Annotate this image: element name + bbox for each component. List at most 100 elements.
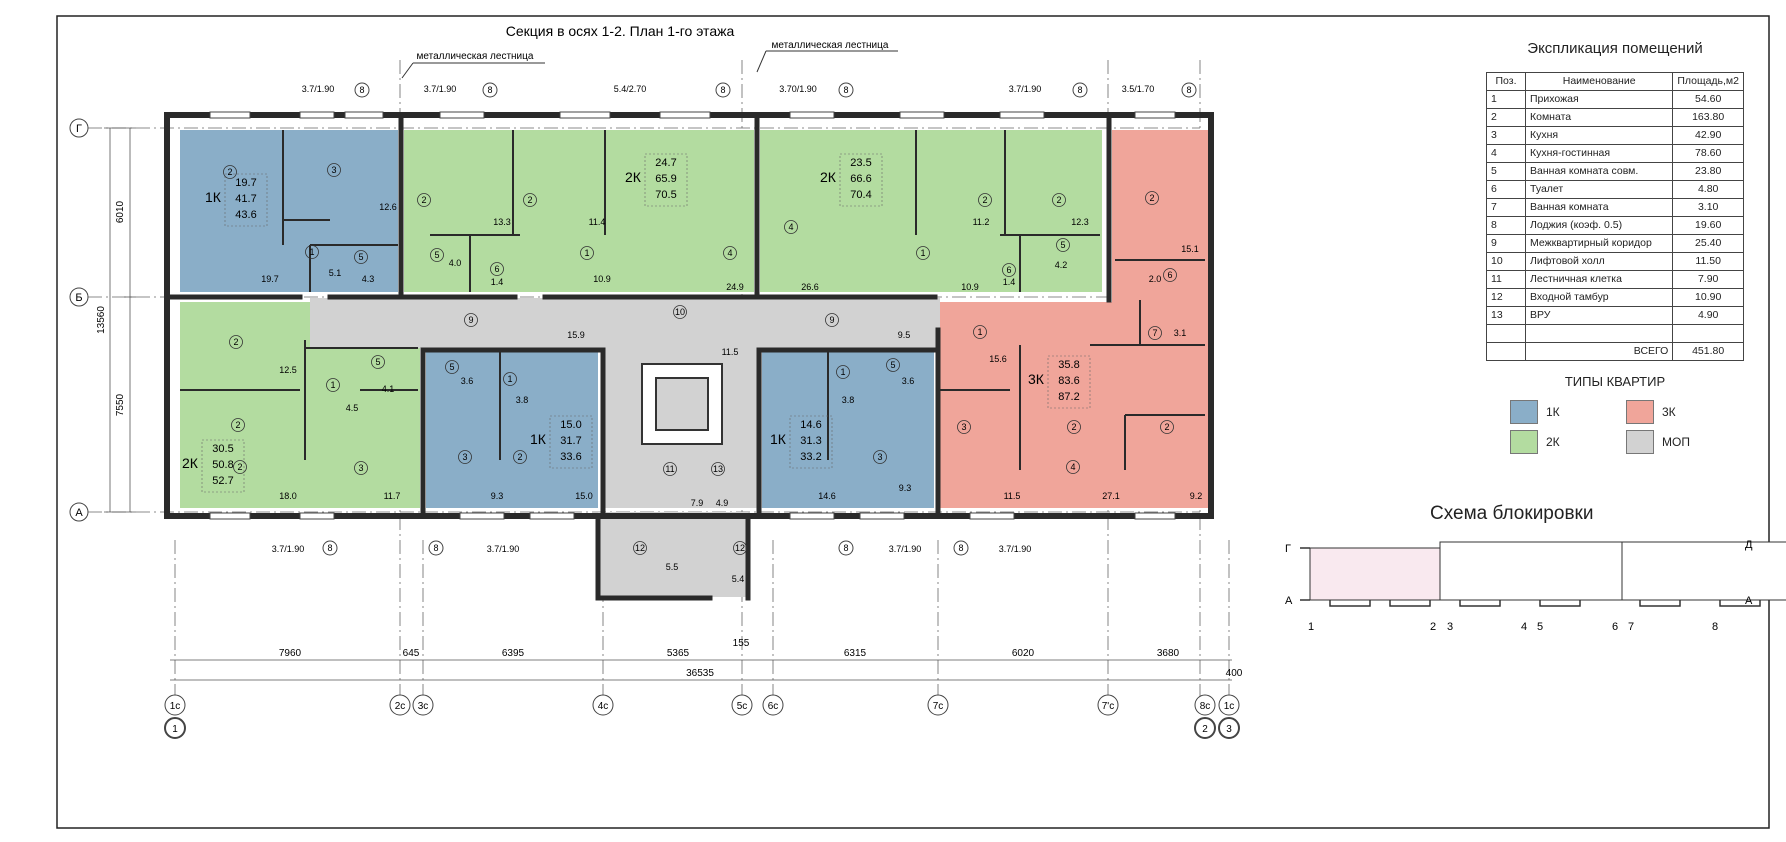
bottom-dimensions: 7960 645 6395 5365 155 6315 6020 3680 40…: [279, 638, 1243, 679]
apartment-area: 14.6: [800, 419, 821, 431]
room-area: 11.4: [589, 217, 606, 227]
legend-swatch-2k: [1510, 430, 1538, 454]
svg-text:7960: 7960: [279, 648, 302, 659]
explication-cell-area: 3.10: [1672, 198, 1744, 217]
room-mark: 2: [1164, 422, 1169, 432]
explication-cell-name: Прихожая: [1524, 90, 1674, 109]
svg-text:8: 8: [1186, 85, 1191, 95]
explication-cell-pos: 8: [1486, 216, 1526, 235]
apartment-area: 31.7: [560, 435, 581, 447]
room-area: 9.5: [898, 330, 911, 340]
svg-text:2: 2: [1202, 724, 1208, 735]
col-name: Наименование: [1524, 72, 1674, 91]
apartment-area: 23.5: [850, 157, 871, 169]
room-area: 13.3: [493, 217, 511, 227]
room-mark: 12: [735, 543, 745, 553]
room-mark: 1: [584, 248, 589, 258]
room-mark: 2: [1149, 193, 1154, 203]
svg-text:8: 8: [720, 85, 725, 95]
apartment-area: 30.5: [212, 443, 233, 455]
total-label: ВСЕГО: [1524, 342, 1674, 361]
bottom-dimension-lines: [170, 659, 1232, 681]
svg-text:6315: 6315: [844, 648, 867, 659]
room-mark: 13: [713, 464, 723, 474]
room-area: 5.4: [732, 574, 745, 584]
svg-text:5.4/2.70: 5.4/2.70: [614, 84, 647, 94]
apartment-area: 87.2: [1058, 391, 1079, 403]
room-area: 11.2: [973, 217, 990, 227]
apartment-type: 1К: [770, 431, 787, 447]
svg-text:6020: 6020: [1012, 648, 1035, 659]
room-area: 10.9: [593, 274, 611, 284]
explication-cell-area: 19.60: [1672, 216, 1744, 235]
svg-text:2: 2: [1430, 621, 1436, 633]
room-mark: 6: [1006, 265, 1011, 275]
vestibule: [598, 512, 748, 597]
room-mark: 2: [237, 462, 242, 472]
explication-cell-area: 163.80: [1672, 108, 1744, 127]
axis-row-g: Г: [76, 123, 82, 135]
dim-row-2: 7550: [115, 393, 126, 416]
explication-cell-pos: 13: [1486, 306, 1526, 325]
room-mark: 12: [635, 543, 645, 553]
axis-row-b: Б: [75, 292, 82, 304]
total-length: 36535: [686, 668, 714, 679]
room-area: 1.4: [1003, 277, 1016, 287]
room-area: 4.3: [362, 274, 375, 284]
explication-cell-area: 11.50: [1672, 252, 1744, 271]
explication-cell-pos: 2: [1486, 108, 1526, 127]
svg-text:А: А: [1745, 595, 1753, 607]
dim-row-1: 6010: [115, 200, 126, 223]
room-area: 14.6: [818, 491, 836, 501]
svg-text:3: 3: [1226, 724, 1232, 735]
room-mark: 1: [507, 374, 512, 384]
legend: 1К 3К 2К МОП: [1510, 400, 1710, 460]
apt-2k-a: [404, 130, 754, 292]
room-area: 12.5: [279, 365, 297, 375]
svg-text:5365: 5365: [667, 648, 690, 659]
apartment-area: 24.7: [655, 157, 676, 169]
room-mark: 3: [331, 165, 336, 175]
explication-cell-name: Ванная комната совм.: [1524, 162, 1674, 181]
svg-text:1: 1: [172, 724, 178, 735]
blocking-scheme: [1300, 541, 1786, 607]
room-area: 9.3: [491, 491, 504, 501]
apartment-area: 15.0: [560, 419, 581, 431]
legend-swatch-1k: [1510, 400, 1538, 424]
room-area: 4.0: [449, 258, 462, 268]
apartment-fills: [180, 130, 1208, 597]
explication-cell-name: ВРУ: [1524, 306, 1674, 325]
room-mark: 9: [468, 315, 473, 325]
svg-text:5с: 5с: [737, 701, 748, 712]
room-mark: 1: [309, 247, 314, 257]
apartment-type: 2К: [625, 169, 642, 185]
explication-row-blank: [1486, 324, 1744, 343]
room-mark: 6: [1167, 270, 1172, 280]
explication-cell-pos: 3: [1486, 126, 1526, 145]
windows: [209, 111, 1176, 520]
explication-cell-pos: 12: [1486, 288, 1526, 307]
apartment-type: 3К: [1028, 371, 1045, 387]
room-area: 10.9: [961, 282, 979, 292]
explication-cell-area: 10.90: [1672, 288, 1744, 307]
svg-text:8: 8: [843, 85, 848, 95]
explication-cell-pos: 11: [1486, 270, 1526, 289]
row-axes: Г Б А: [69, 118, 89, 522]
room-mark: 2: [227, 167, 232, 177]
plan-title: Секция в осях 1-2. План 1-го этажа: [506, 23, 735, 39]
svg-text:1с: 1с: [170, 701, 181, 712]
explication-cell-area: 23.80: [1672, 162, 1744, 181]
svg-text:8: 8: [1077, 85, 1082, 95]
explication-cell-name: Ванная комната: [1524, 198, 1674, 217]
left-dimensions: [104, 127, 136, 513]
svg-text:Г: Г: [1285, 543, 1291, 555]
room-mark: 2: [982, 195, 987, 205]
apt-3k-upper: [1112, 130, 1208, 302]
svg-text:6с: 6с: [768, 701, 779, 712]
svg-text:7с: 7с: [933, 701, 944, 712]
svg-text:645: 645: [403, 648, 420, 659]
scheme-title: Схема блокировки: [1430, 503, 1594, 524]
